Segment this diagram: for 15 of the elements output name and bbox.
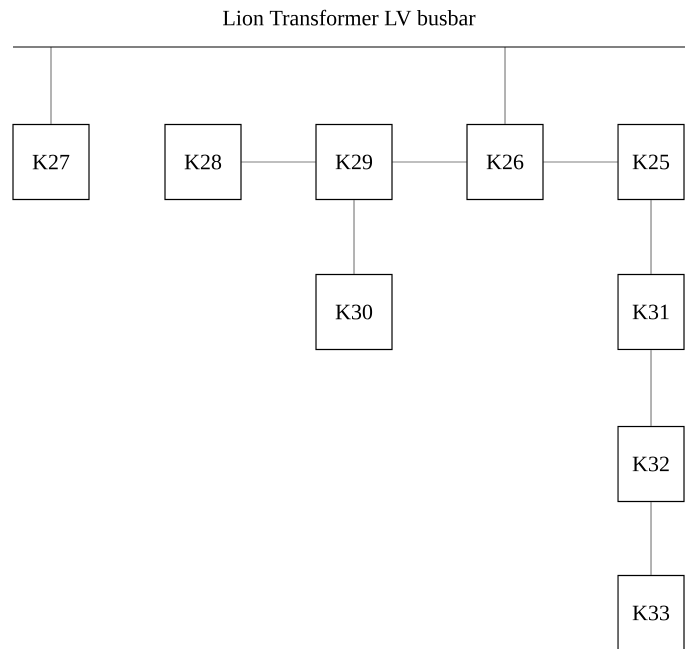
node-box: K32 <box>617 426 685 502</box>
connector-line <box>650 200 652 274</box>
node-box: K31 <box>617 274 685 350</box>
node-box: K26 <box>466 124 544 200</box>
node-box: K33 <box>617 574 685 649</box>
connector-line <box>650 502 652 576</box>
node-box: K28 <box>164 124 242 200</box>
connector-line <box>50 46 52 124</box>
node-box: K30 <box>315 274 393 350</box>
node-box: K25 <box>617 124 685 200</box>
connector-line <box>504 46 506 124</box>
node-box: K29 <box>315 124 393 200</box>
connector-line <box>650 350 652 426</box>
busbar: Lion Transformer LV busbar <box>12 10 685 48</box>
node-box: K27 <box>12 124 90 200</box>
